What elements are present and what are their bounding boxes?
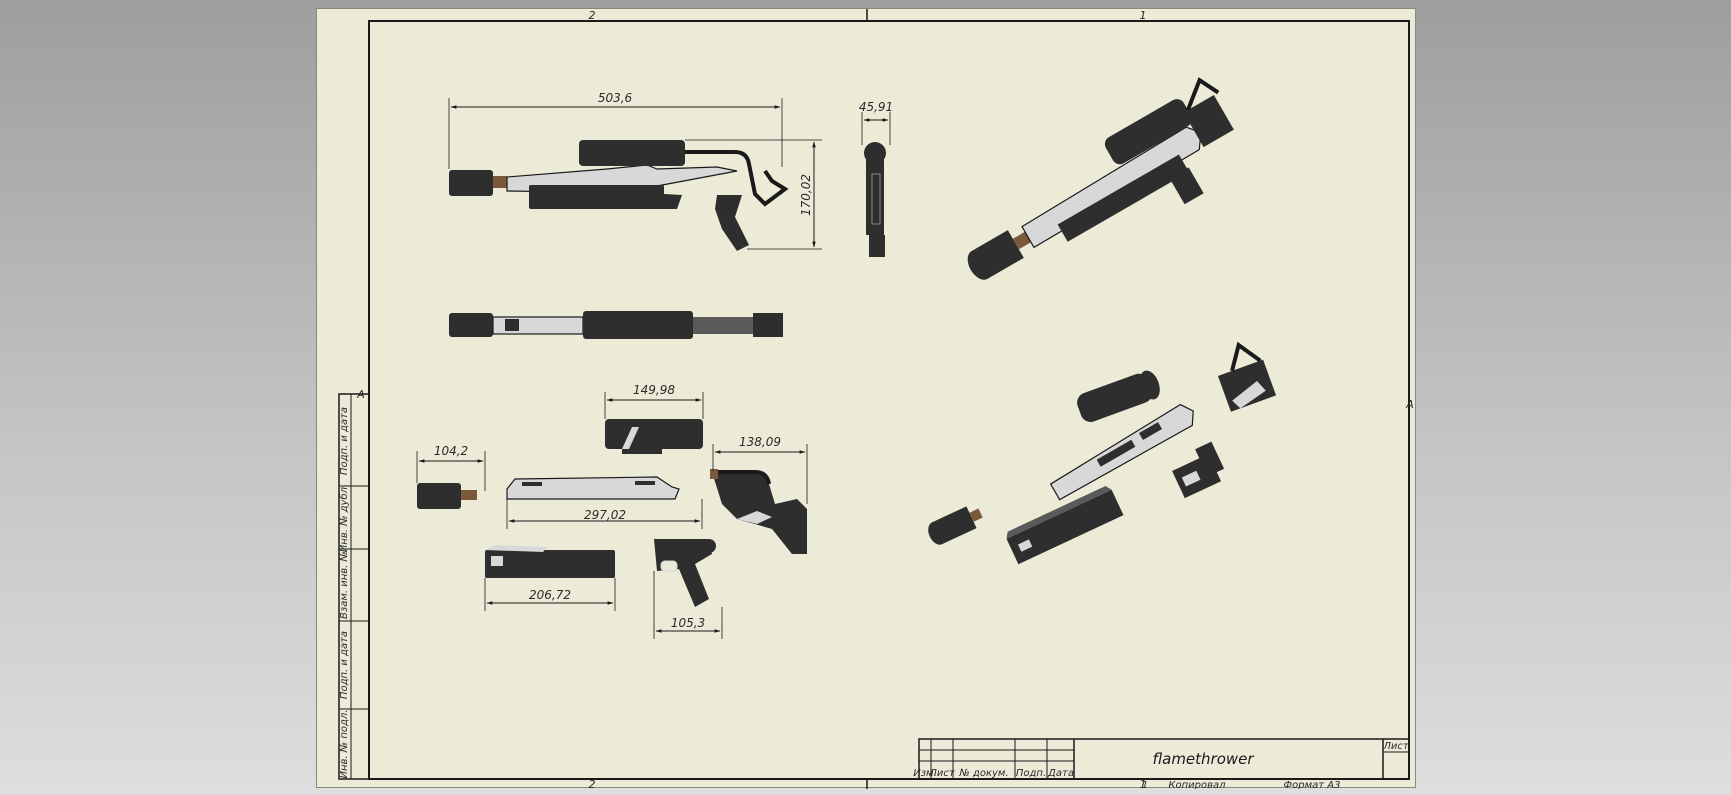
footer-format: Формат А3 xyxy=(1284,780,1341,789)
stamp-sign-date-2: Подп. и дата xyxy=(339,631,350,699)
dimension-stock xyxy=(712,444,808,504)
zone-label-right: A xyxy=(1405,398,1414,411)
dimension-lower-body xyxy=(484,578,616,611)
stamp-replace-inventory: Взам. инв. № xyxy=(339,551,350,619)
footer-page-number: 1 xyxy=(1142,780,1148,789)
drawing-canvas: 2 1 2 1 A A Подп. и дата Инв. № дубл. Вз… xyxy=(338,9,1414,789)
dimension-top-rail xyxy=(506,499,703,529)
dimension-tank xyxy=(604,392,704,419)
title-header-sheet: Лист xyxy=(928,768,956,779)
part-lower-body[interactable] xyxy=(485,545,615,578)
stamp-sign-date-1: Подп. и дата xyxy=(339,407,350,475)
footer-copied-by: Копировал xyxy=(1168,780,1226,789)
stamp-original-inventory: Инв. № подл. xyxy=(339,710,350,779)
part-tank[interactable] xyxy=(605,419,703,454)
dimension-overall-height xyxy=(685,139,822,250)
dim-label-tank: 149,98 xyxy=(633,383,675,397)
dimension-grip xyxy=(653,571,723,639)
front-view[interactable] xyxy=(449,140,789,251)
end-view[interactable] xyxy=(864,142,886,257)
dim-label-grip: 105,3 xyxy=(671,616,705,630)
title-header-date: Дата xyxy=(1047,768,1074,779)
dimension-overall-length xyxy=(448,98,783,169)
title-sheet-label: Лист xyxy=(1382,741,1410,752)
drawing-sheet: 2 1 2 1 A A Подп. и дата Инв. № дубл. Вз… xyxy=(316,8,1416,789)
title-block xyxy=(918,738,1410,780)
part-stock[interactable] xyxy=(710,469,807,554)
dim-label-width: 45,91 xyxy=(859,100,893,114)
zone-label-bottom-left: 2 xyxy=(589,778,596,789)
part-nozzle[interactable] xyxy=(417,483,477,509)
exploded-isometric-view[interactable] xyxy=(925,339,1277,565)
dim-label-stock: 138,09 xyxy=(739,435,781,449)
isometric-view[interactable] xyxy=(946,75,1258,313)
zone-label-bottom-right: 1 xyxy=(1140,778,1147,789)
dim-label-overall-length: 503,6 xyxy=(598,91,633,105)
title-header-document: № докум. xyxy=(958,768,1008,779)
part-top-rail[interactable] xyxy=(506,476,680,500)
dim-label-lower-body: 206,72 xyxy=(529,588,571,602)
dim-label-overall-height: 170,02 xyxy=(799,174,813,216)
zone-label-top-right: 1 xyxy=(1140,9,1147,22)
dim-label-top-rail: 297,02 xyxy=(584,508,626,522)
part-grip[interactable] xyxy=(654,539,716,607)
zone-label-top-left: 2 xyxy=(589,9,596,22)
title-header-sign: Подп. xyxy=(1016,768,1046,779)
dimension-nozzle xyxy=(416,451,486,491)
dimension-width xyxy=(861,112,891,145)
title-header-change: Изм. xyxy=(913,768,937,779)
stamp-dup-inventory: Инв. № дубл. xyxy=(338,484,350,552)
top-view[interactable] xyxy=(449,311,783,339)
side-stamp xyxy=(338,393,370,780)
dim-label-nozzle: 104,2 xyxy=(434,444,468,458)
drawing-title: flamethrower xyxy=(1152,750,1254,768)
